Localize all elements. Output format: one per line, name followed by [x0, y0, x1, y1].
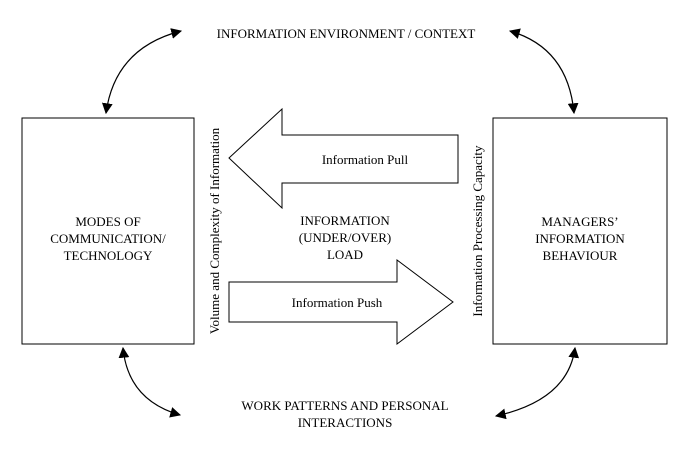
information-processing-capacity-label: Information Processing Capacity [470, 145, 485, 317]
top-right-curved-arrow [508, 28, 579, 115]
modes-box [21, 117, 195, 345]
modes-line-2: COMMUNICATION/ [50, 231, 166, 246]
modes-line-1: MODES OF [75, 214, 141, 229]
load-line-1: INFORMATION [300, 213, 390, 228]
managers-information-behaviour-text: MANAGERS’ INFORMATION BEHAVIOUR [493, 213, 667, 264]
information-push-label: Information Push [291, 295, 383, 310]
work-patterns-line-2: INTERACTIONS [297, 415, 393, 430]
work-patterns-line-1: WORK PATTERNS AND PERSONAL [241, 398, 449, 413]
modes-line-3: TECHNOLOGY [63, 248, 153, 263]
top-left-curved-arrow [101, 28, 183, 115]
managers-box [492, 117, 668, 345]
managers-line-2: INFORMATION [535, 231, 625, 246]
information-push-arrow [228, 259, 454, 345]
bottom-left-curved-arrow [118, 346, 182, 418]
modes-of-communication-text: MODES OF COMMUNICATION/ TECHNOLOGY [22, 213, 194, 264]
load-line-2: (UNDER/OVER) [298, 230, 392, 245]
load-line-3: LOAD [326, 247, 364, 262]
managers-line-1: MANAGERS’ [541, 214, 619, 229]
volume-complexity-label: Volume and Complexity of Information [207, 127, 222, 335]
bottom-right-curved-arrow [494, 346, 580, 420]
information-load-text: INFORMATION (UNDER/OVER) LOAD [270, 212, 420, 263]
information-environment-label: INFORMATION ENVIRONMENT / CONTEXT [216, 26, 476, 41]
managers-line-3: BEHAVIOUR [542, 248, 618, 263]
information-pull-label: Information Pull [321, 152, 409, 167]
work-patterns-label: WORK PATTERNS AND PERSONAL INTERACTIONS [190, 397, 500, 431]
information-pull-arrow [228, 107, 459, 210]
